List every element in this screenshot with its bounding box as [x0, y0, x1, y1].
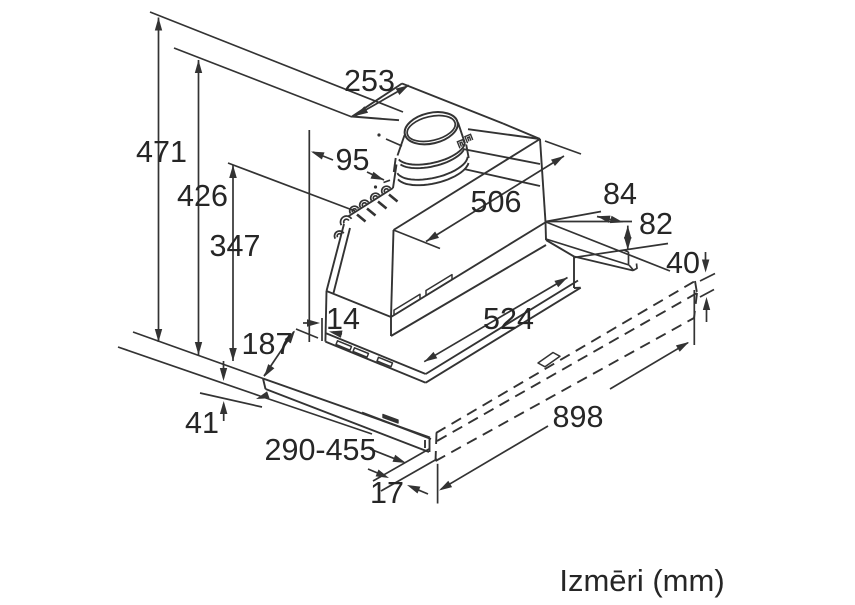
svg-text:898: 898: [553, 400, 604, 434]
svg-text:347: 347: [210, 229, 261, 263]
svg-text:82: 82: [639, 207, 673, 241]
svg-text:471: 471: [136, 135, 187, 169]
svg-text:95: 95: [336, 143, 370, 177]
svg-text:426: 426: [177, 179, 228, 213]
svg-text:41: 41: [185, 406, 219, 440]
svg-text:Izmēri (mm): Izmēri (mm): [559, 563, 724, 598]
svg-text:253: 253: [344, 64, 395, 98]
svg-text:17: 17: [370, 476, 404, 510]
svg-text:14: 14: [326, 302, 360, 336]
svg-text:506: 506: [471, 185, 522, 219]
svg-text:40: 40: [666, 246, 700, 280]
svg-text:84: 84: [603, 177, 637, 211]
svg-text:187: 187: [242, 327, 293, 361]
svg-text:290-455: 290-455: [265, 433, 377, 467]
svg-text:524: 524: [483, 302, 534, 336]
